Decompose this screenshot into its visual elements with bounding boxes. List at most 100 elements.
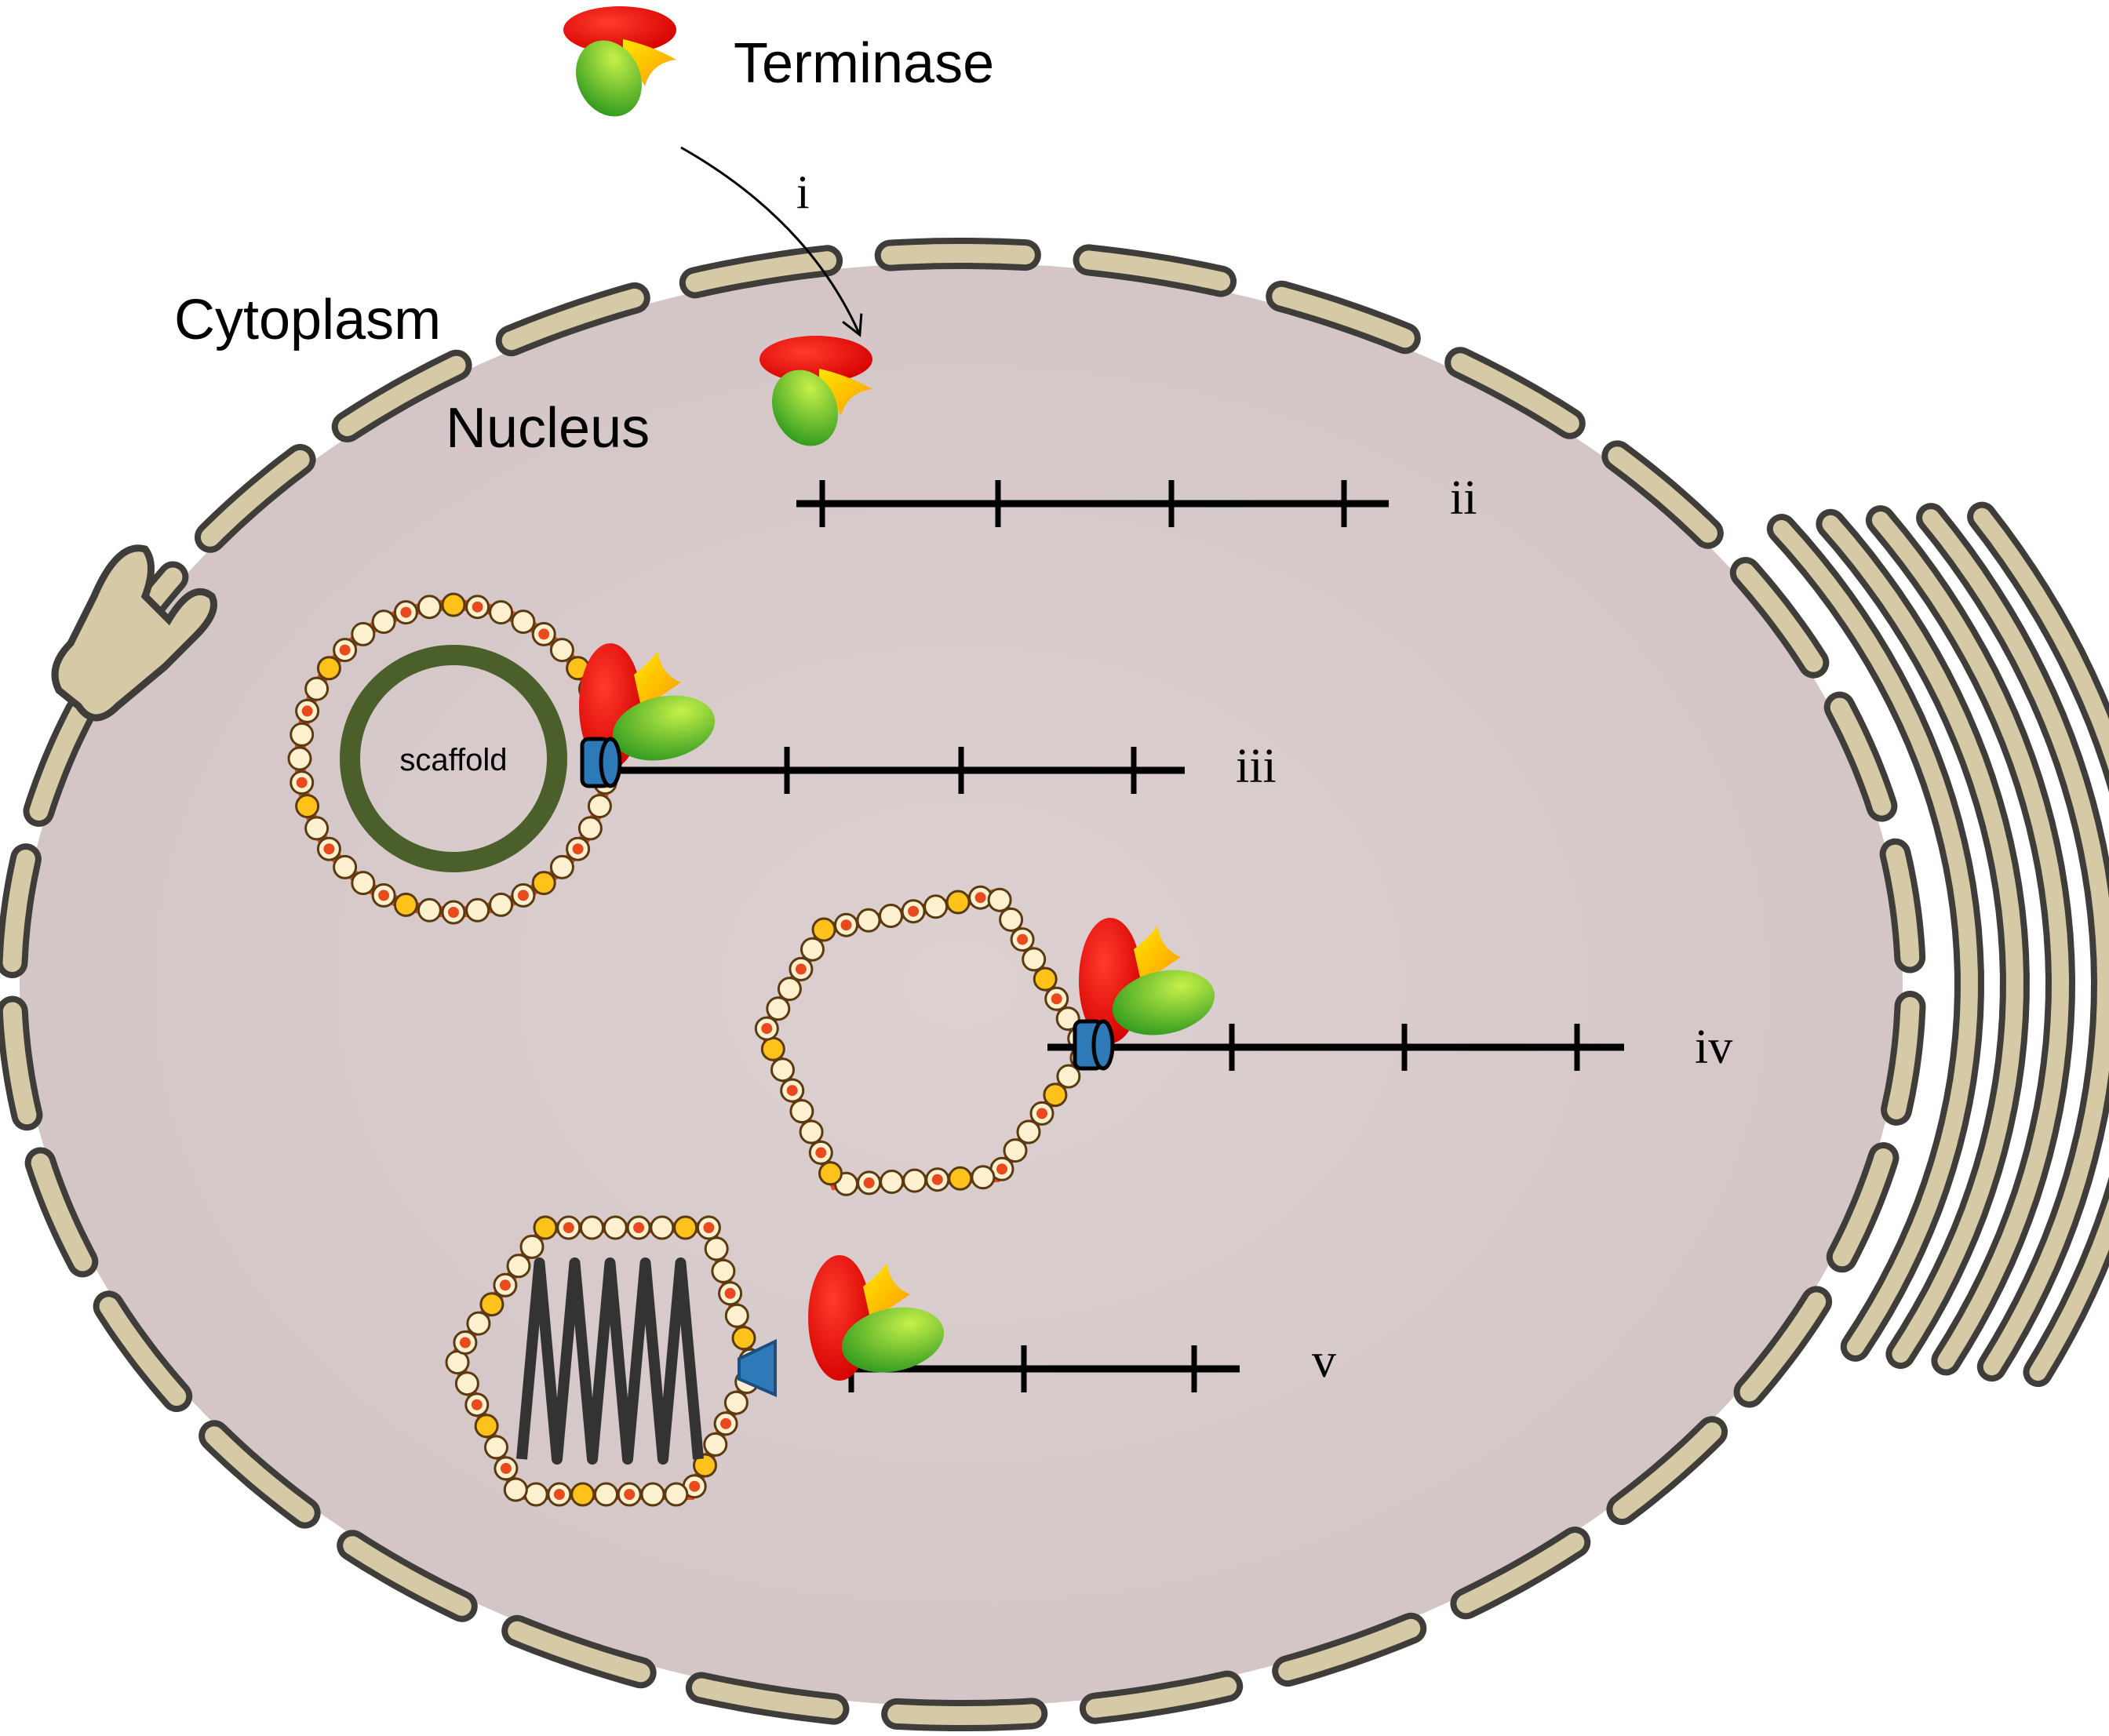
envelope-segment-fill: [1736, 563, 1823, 672]
capsid-subunit: [466, 1311, 491, 1336]
capsid-subunit: [971, 1165, 996, 1190]
capsid-subunit: [533, 1215, 558, 1240]
capsid-subunit: [1022, 947, 1047, 972]
capsid-subunit: [673, 1215, 698, 1240]
capsid-subunit: [948, 1166, 973, 1191]
envelope-projection: [51, 544, 217, 722]
envelope-segment-fill: [685, 251, 837, 293]
terminase-label: Terminase: [734, 32, 994, 95]
capsid-subunit: [523, 1482, 548, 1507]
capsid-subunit: [640, 1482, 665, 1507]
envelope-segment-fill: [508, 1621, 650, 1683]
capsid-subunit: [800, 937, 825, 962]
capsid-link-dot: [471, 1399, 483, 1410]
capsid-link-dot: [500, 1462, 512, 1474]
envelope-segment-fill: [1079, 250, 1231, 291]
envelope-segment-fill: [1456, 1533, 1585, 1614]
capsid-subunit: [531, 871, 556, 896]
capsid-subunit: [577, 816, 603, 841]
capsid-link-dot: [786, 1085, 798, 1097]
capsid-link-dot: [339, 644, 351, 656]
step-v-label: v: [1312, 1334, 1336, 1388]
capsid-subunit: [789, 1099, 814, 1124]
capsid-link-dot: [863, 1177, 875, 1188]
capsid-subunit: [1056, 1064, 1081, 1089]
capsid-subunit: [417, 897, 442, 923]
envelope-segment-fill: [99, 1297, 187, 1406]
dna-iii: [609, 747, 1185, 794]
capsid-subunit: [549, 638, 574, 663]
envelope-segment-fill: [501, 288, 644, 351]
capsid-subunit: [549, 854, 574, 879]
capsid-link-dot: [517, 890, 529, 901]
capsid-link-dot: [795, 963, 807, 975]
capsid-subunit: [703, 1432, 728, 1457]
capsid-subunit: [580, 1215, 604, 1240]
capsid-subunit: [511, 610, 536, 635]
envelope-segment-fill: [1832, 1148, 1893, 1267]
expanded-capsid-iv: [754, 885, 1095, 1196]
capsid-subunit: [489, 600, 514, 625]
capsid-subunit: [519, 1234, 545, 1259]
capsid-subunit: [371, 610, 396, 635]
portal-iv-icon: [1073, 1019, 1115, 1071]
capsid-link-dot: [1017, 934, 1029, 945]
portal-iii-icon: [580, 737, 622, 788]
envelope-segment-fill: [343, 1536, 472, 1616]
capsid-subunit: [766, 996, 791, 1021]
capsid-subunit: [304, 816, 330, 841]
capsid-subunit: [603, 1215, 628, 1240]
capsid-link-dot: [472, 601, 483, 613]
nucleus-interior: [20, 263, 1903, 1706]
capsid-link-dot: [815, 1147, 827, 1159]
er-cisterna-fill: [1822, 515, 2023, 1363]
envelope-segment-fill: [1830, 697, 1892, 816]
capsid-subunit: [506, 1254, 531, 1279]
capsid-subunit: [770, 1057, 795, 1083]
capsid-link-dot: [301, 705, 313, 717]
capsid-subunit: [760, 1036, 785, 1061]
capsid-subunit: [731, 1326, 756, 1351]
envelope-segment-fill: [1278, 1618, 1421, 1681]
cytoplasm-label: Cytoplasm: [174, 289, 441, 351]
er-cisterna-fill: [1772, 520, 1978, 1356]
er-cisterna-fill: [1922, 509, 2109, 1376]
capsid-subunit: [799, 1119, 824, 1145]
envelope-segment-fill: [691, 1678, 843, 1719]
dna-iv: [1047, 1024, 1624, 1071]
er-cisterna-fill: [1871, 511, 2070, 1370]
envelope-segment-fill: [1272, 286, 1415, 348]
procapsid-iii: [287, 592, 620, 925]
envelope-segment-fill: [2, 1002, 37, 1125]
capsid-link-dot: [633, 1222, 645, 1233]
capsid-subunit: [441, 592, 466, 617]
capsid-subunit: [1016, 1119, 1041, 1145]
dna-ii: [796, 480, 1389, 527]
er-cisterna-fill: [1973, 508, 2109, 1381]
capsid-subunit: [570, 1482, 596, 1507]
step-ii-label: ii: [1450, 471, 1477, 525]
capsid-subunit: [811, 917, 836, 942]
capsid-link-dot: [703, 1222, 715, 1233]
capsid-link-dot: [689, 1480, 701, 1492]
capsid-link-dot: [840, 919, 852, 931]
capsid-subunit: [880, 1170, 905, 1194]
envelope-segment-fill: [1612, 1422, 1722, 1519]
envelope-segment-fill: [887, 1704, 1042, 1725]
packaged-dna: [516, 1257, 704, 1465]
envelope-segment-fill: [205, 1426, 315, 1523]
capsid-link-dot: [538, 628, 550, 640]
capsid-subunit: [1033, 966, 1058, 992]
envelope-segment-fill: [200, 449, 310, 547]
portal-v-icon: [738, 1338, 777, 1398]
capsid-link-dot: [624, 1489, 636, 1500]
capsid-link-dot: [720, 1418, 732, 1429]
capsid-subunit: [879, 904, 903, 928]
endoplasmic-reticulum: [1766, 501, 2109, 1388]
capsid-subunit: [479, 1292, 504, 1317]
nucleus-label: Nucleus: [446, 397, 650, 460]
capsid-subunit: [1043, 1083, 1068, 1108]
capsid-subunit: [417, 595, 442, 620]
envelope-segment-fill: [1085, 1676, 1237, 1718]
